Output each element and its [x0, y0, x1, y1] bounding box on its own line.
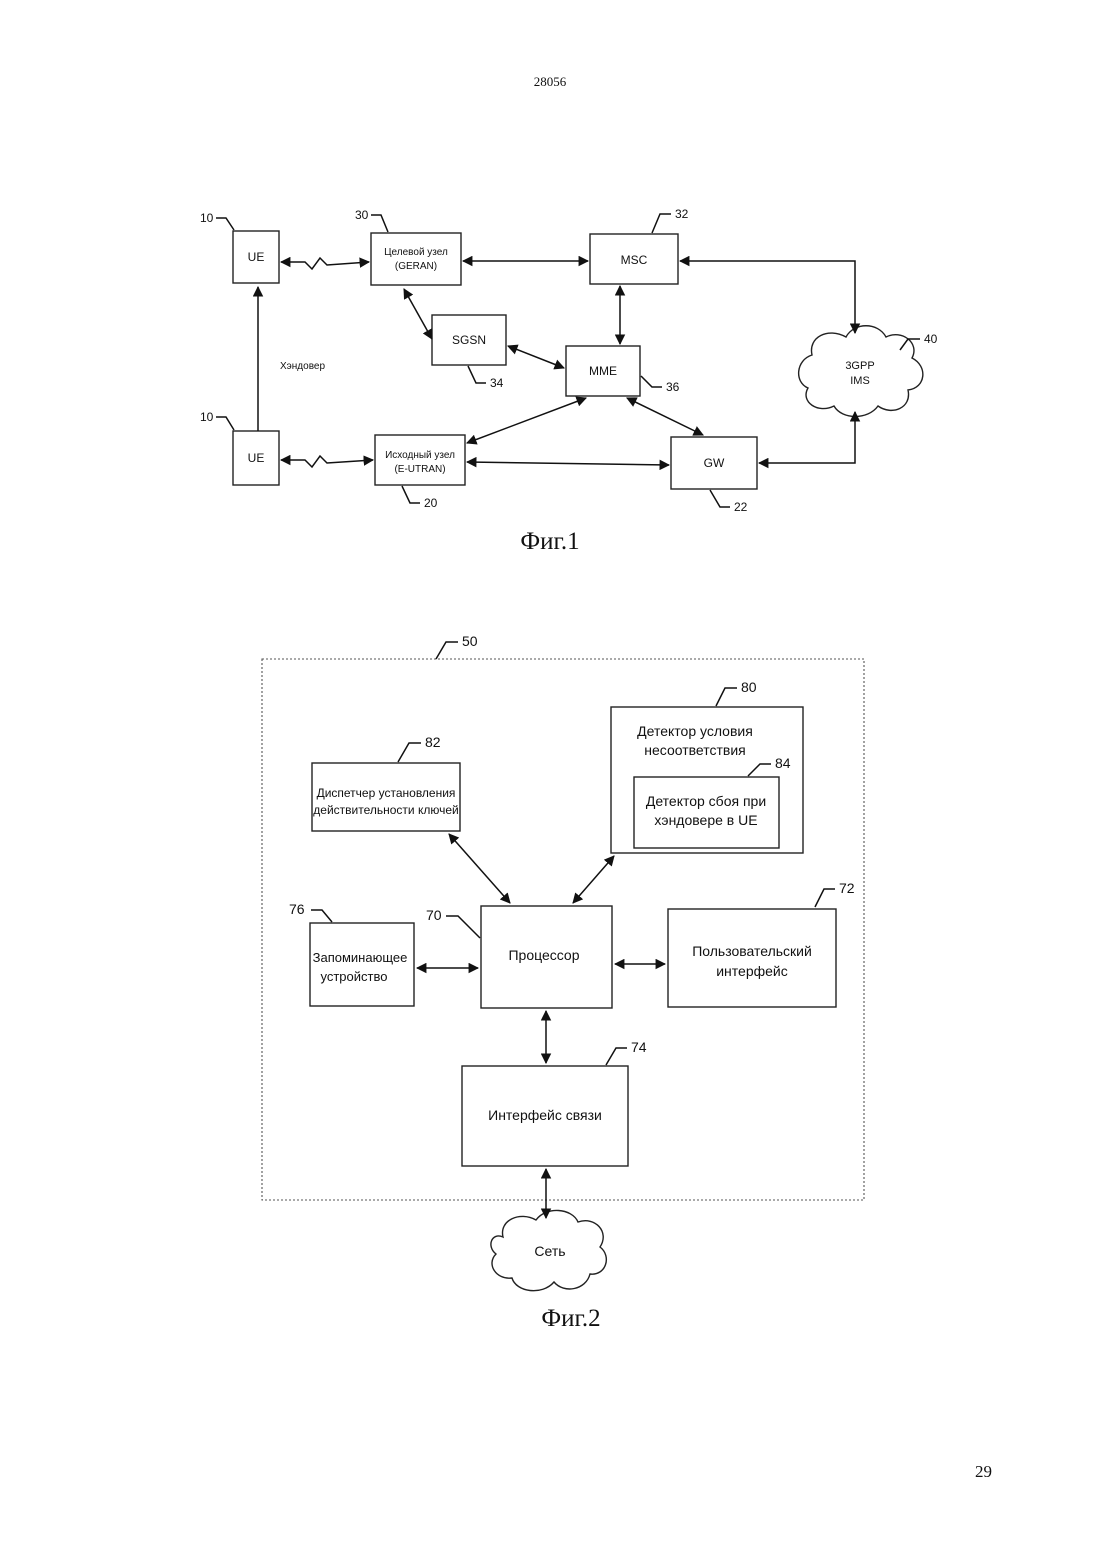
key-manager-label-1: Диспетчер установления [317, 786, 456, 800]
target-node-box [371, 233, 461, 285]
memory-label-2: устройство [321, 969, 388, 984]
link-ue-target [281, 258, 369, 269]
leader-memory [311, 910, 332, 922]
processor-label: Процессор [508, 947, 579, 963]
leader-key-manager [398, 743, 421, 762]
leader-msc [652, 214, 671, 233]
network-label: Сеть [534, 1243, 565, 1259]
ue-bottom-label: UE [248, 451, 265, 465]
fig1-caption: Фиг.1 [520, 528, 579, 555]
leader-communication-interface [606, 1048, 627, 1065]
memory-label-1: Запоминающее [313, 950, 408, 965]
leader-gw [710, 490, 730, 507]
ref-apparatus: 50 [462, 633, 478, 649]
ref-memory: 76 [289, 901, 305, 917]
user-interface-label-2: интерфейс [716, 963, 788, 979]
link-sgsn-mme [508, 346, 564, 368]
leader-apparatus [436, 642, 458, 659]
key-manager-label-2: действительности ключей [313, 803, 458, 817]
link-mme-source [467, 398, 586, 443]
source-node-label-2: (E-UTRAN) [394, 464, 445, 475]
link-gw-ims [759, 412, 855, 463]
link-detector-processor [573, 856, 614, 903]
ref-processor: 70 [426, 907, 442, 923]
communication-interface-label: Интерфейс связи [488, 1107, 602, 1123]
ref-ims: 40 [924, 332, 938, 346]
ref-user-interface: 72 [839, 880, 855, 896]
figure-2: 50 Диспетчер установления действительнос… [262, 633, 864, 1332]
leader-mismatch-detector [716, 688, 737, 706]
link-ue-source [281, 456, 373, 467]
ref-ue-top: 10 [200, 211, 214, 225]
leader-processor [446, 916, 480, 938]
link-target-sgsn [404, 289, 432, 339]
ims-label-2: IMS [850, 375, 870, 387]
ref-source: 20 [424, 496, 438, 510]
handover-label: Хэндовер [280, 361, 325, 372]
leader-sgsn [468, 366, 486, 383]
ref-target: 30 [355, 208, 369, 222]
user-interface-label-1: Пользовательский [692, 943, 812, 959]
figure-1: UE UE Целевой узел (GERAN) Исходный узел… [200, 207, 938, 555]
ref-ho-detector: 84 [775, 755, 791, 771]
leader-user-interface [815, 889, 835, 907]
leader-target [371, 215, 388, 232]
ref-ue-bottom: 10 [200, 410, 214, 424]
ref-mme: 36 [666, 380, 680, 394]
link-source-gw [467, 462, 669, 465]
ho-detector-label-1: Детектор сбоя при [646, 793, 766, 809]
leader-ue-top [216, 218, 234, 230]
target-node-label-2: (GERAN) [395, 261, 437, 272]
fig2-caption: Фиг.2 [541, 1305, 600, 1332]
ref-gw: 22 [734, 500, 748, 514]
leader-source [402, 486, 420, 503]
ue-top-label: UE [248, 250, 265, 264]
gw-label: GW [704, 456, 725, 470]
ref-mismatch-detector: 80 [741, 679, 757, 695]
leader-ue-bottom [216, 417, 234, 430]
source-node-label-1: Исходный узел [385, 450, 455, 461]
link-msc-ims [680, 261, 855, 333]
ho-detector-label-2: хэндовере в UE [654, 812, 757, 828]
page-number: 29 [975, 1462, 992, 1482]
ref-msc: 32 [675, 207, 689, 221]
ref-sgsn: 34 [490, 376, 504, 390]
link-keymgr-processor [449, 834, 510, 903]
ims-label-1: 3GPP [845, 360, 874, 372]
target-node-label-1: Целевой узел [384, 247, 448, 258]
msc-label: MSC [621, 253, 648, 267]
ref-key-manager: 82 [425, 734, 441, 750]
link-mme-gw [627, 398, 703, 435]
ref-communication-interface: 74 [631, 1039, 647, 1055]
mismatch-detector-label-1: Детектор условия [637, 723, 753, 739]
sgsn-label: SGSN [452, 333, 486, 347]
mismatch-detector-label-2: несоответствия [644, 742, 745, 758]
mme-label: MME [589, 364, 617, 378]
leader-mme [641, 376, 662, 387]
